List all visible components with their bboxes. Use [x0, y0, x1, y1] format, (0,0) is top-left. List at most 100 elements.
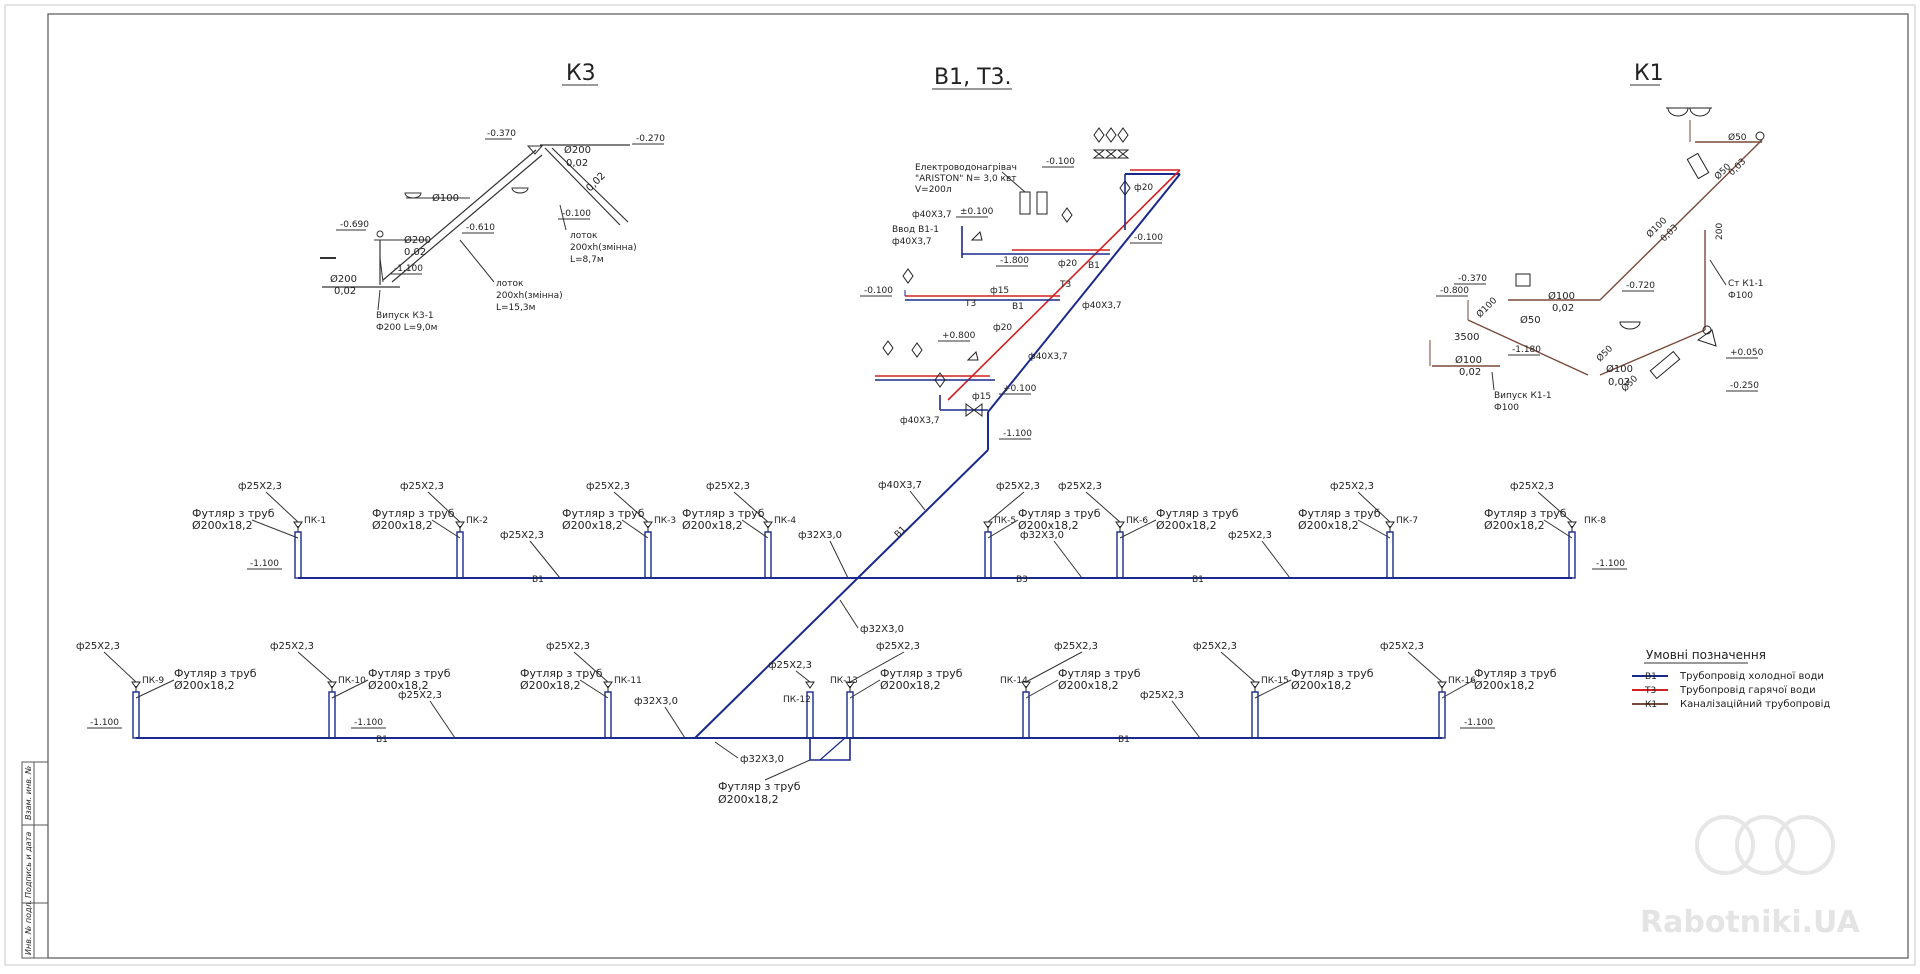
k1-dim-10: 3500 — [1454, 332, 1479, 343]
k3-lotok1-3: L=15,3м — [496, 303, 535, 313]
b1-mark-2: В1 — [1012, 302, 1024, 312]
k3-level-1: -0.370 — [487, 129, 516, 139]
row2-branch-3: ф32Х3,0 — [740, 754, 784, 765]
hydrant-pipe-size: ф25Х2,3 — [586, 481, 630, 492]
row1-branch-5: ф40Х3,7 — [878, 480, 922, 491]
case-size: Ø200х18,2 — [682, 519, 743, 532]
k1-dim-7: 0,02 — [1552, 303, 1574, 314]
row1-mark-3: В1 — [1192, 575, 1204, 585]
hydrant-riser — [604, 691, 612, 739]
valve-icon — [805, 681, 815, 689]
hydrant-pipe-size: ф25Х2,3 — [768, 660, 812, 671]
hydrant-label: ПК-1 — [304, 516, 326, 526]
b1-dim-1: ф20 — [1134, 183, 1153, 193]
b1-dim-8: ф40Х3,7 — [900, 416, 940, 426]
case-label: Футляр з труб — [174, 667, 257, 680]
k1-riser-2: Ф100 — [1728, 291, 1753, 301]
hydrant-riser — [132, 691, 140, 739]
hydrant-riser — [846, 691, 854, 739]
k1-dim-13: Ø50 — [1594, 343, 1615, 364]
row2-branch-2: ф32Х3,0 — [634, 696, 678, 707]
hydrant-riser — [1251, 691, 1259, 739]
k1-outlet-2: Ф100 — [1494, 403, 1519, 413]
row2-bypass — [809, 738, 851, 761]
k3-dim-3: Ø100 — [432, 192, 459, 204]
b1-inlet-3: ф40Х3,7 — [892, 237, 932, 247]
row1-branch-1: ф25Х2,3 — [500, 530, 544, 541]
hydrant-label: ПК-16 — [1448, 676, 1476, 686]
row1-branch-labels: ф25Х2,3 ф32Х3,0 ф32Х3,0 ф25Х2,3 ф40Х3,7 … — [500, 480, 1291, 635]
hydrant-pipe-size: ф25Х2,3 — [1510, 481, 1554, 492]
outer-frame — [4, 4, 1916, 966]
legend-title: Умовні позначення — [1646, 648, 1766, 662]
b1-inlet-1: ф40Х3,7 — [912, 210, 952, 220]
k3-dim-7: 0,02 — [334, 286, 356, 297]
k1-dim-15: 0,02 — [1608, 377, 1630, 388]
hydrant-label: ПК-4 — [774, 516, 796, 526]
case-label: Футляр з труб — [880, 667, 963, 680]
case-label: Футляр з труб — [372, 507, 455, 520]
k1-level-1: -0.370 — [1458, 274, 1487, 284]
k1-dim-11: Ø100 — [1455, 354, 1482, 366]
hydrant-riser — [456, 531, 464, 579]
k3-scheme: -0.370 -0.270 -0.690 -0.610 -1.100 -0.10… — [320, 129, 665, 333]
hydrant-label: ПК-7 — [1396, 516, 1418, 526]
case-label: Футляр з труб — [1018, 507, 1101, 520]
k3-lotok1-2: 200xh(змінна) — [496, 291, 563, 301]
b1-level-6: +0.800 — [942, 331, 976, 341]
title-k1: К1 — [1634, 61, 1664, 86]
k3-level-4: -0.610 — [466, 223, 495, 233]
row1-branch-4: ф25Х2,3 — [1228, 530, 1272, 541]
row2-level-right: -1.100 — [1464, 718, 1493, 728]
row1-level-right: -1.100 — [1596, 559, 1625, 569]
title-k3: К3 — [566, 61, 596, 86]
hydrant-label: ПК-5 — [994, 516, 1016, 526]
b1-heater-2: "ARISTON" N= 3,0 квт — [915, 174, 1017, 184]
case-label: Футляр з труб — [520, 667, 603, 680]
hydrant-pipe-size: ф25Х2,3 — [270, 641, 314, 652]
case-size: Ø200х18,2 — [174, 679, 235, 692]
b1-level-1: -0.100 — [1046, 157, 1075, 167]
k1-level-3: -0.720 — [1626, 281, 1655, 291]
k3-dim-4: Ø200 — [404, 234, 431, 246]
hydrant-label: ПК-15 — [1261, 676, 1289, 686]
b1-level-7: +0.100 — [1003, 384, 1037, 394]
k3-dim-5: 0,02 — [404, 247, 426, 258]
case-size: Ø200х18,2 — [562, 519, 623, 532]
k3-outlet-1: Випуск К3-1 — [376, 311, 434, 321]
b1-dim-7: ф15 — [972, 392, 991, 402]
row1-mark-2: В3 — [1016, 575, 1028, 585]
case-size: Ø200х18,2 — [1474, 679, 1535, 692]
row1-branch-3: ф32Х3,0 — [860, 624, 904, 635]
case-size: Ø200х18,2 — [1156, 519, 1217, 532]
hydrant-riser — [328, 691, 336, 739]
k3-dim-2: 0,02 — [566, 158, 588, 169]
row2-level-left: -1.100 — [90, 718, 119, 728]
main-diagonal-riser — [694, 449, 989, 739]
hydrant-label: ПК-14 — [1000, 676, 1028, 686]
hydrant-riser — [294, 531, 302, 579]
case-label: Футляр з труб — [562, 507, 645, 520]
hydrant-pipe-size: ф25Х2,3 — [400, 481, 444, 492]
k1-level-2: -0.800 — [1440, 286, 1469, 296]
hydrant-label: ПК-11 — [614, 676, 642, 686]
case-label: Футляр з труб — [368, 667, 451, 680]
watermark-text: Rabotniki.UA — [1640, 905, 1860, 940]
case-size: Ø200х18,2 — [1291, 679, 1352, 692]
case-label: Футляр з труб — [1474, 667, 1557, 680]
b1-level-3: -0.100 — [1134, 233, 1163, 243]
b1-mark-3: Т3 — [1059, 280, 1071, 290]
hydrant-pipe-size: ф25Х2,3 — [1193, 641, 1237, 652]
hydrant-label: ПК-3 — [654, 516, 676, 526]
